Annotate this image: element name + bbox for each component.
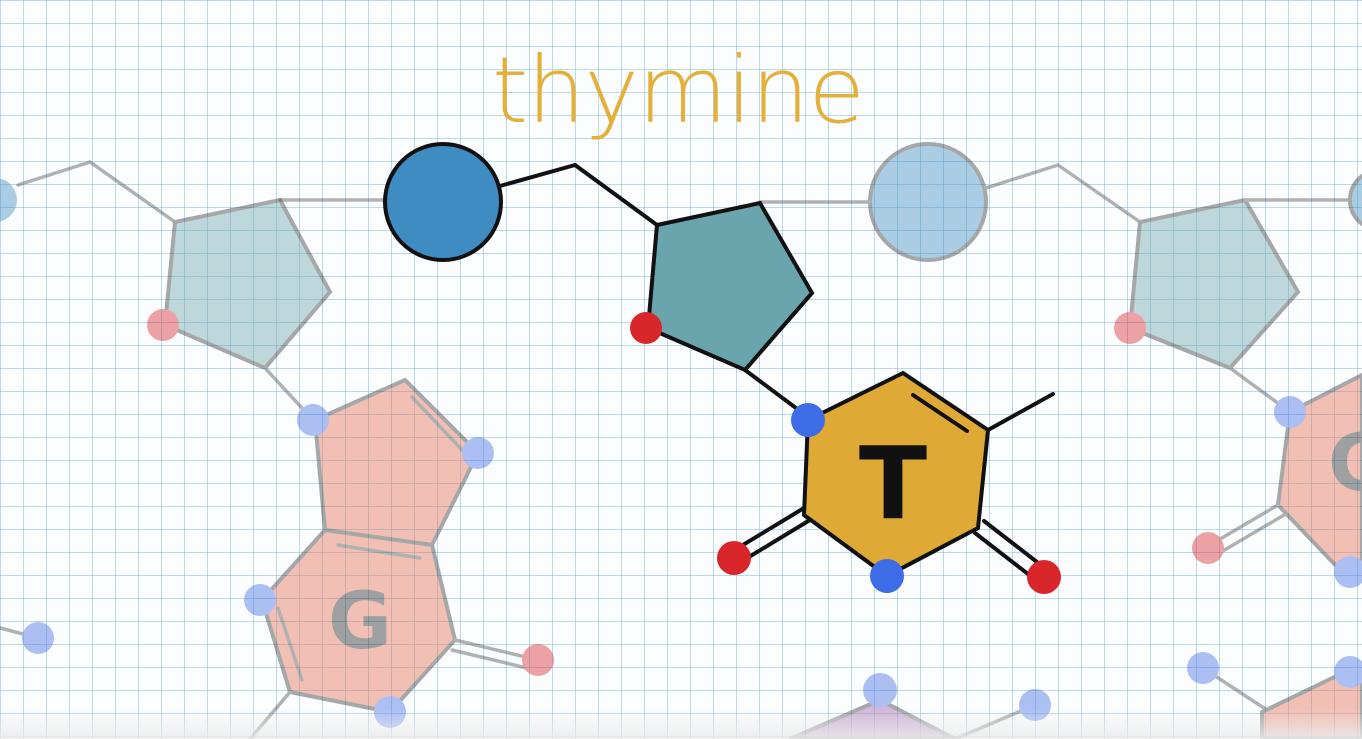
left-nitrogen-1 xyxy=(297,404,329,436)
diagram-title: thymine xyxy=(492,37,864,144)
lower-center-nitrogen-1 xyxy=(863,673,897,707)
thymine-letter: T xyxy=(859,425,927,542)
left-guanine-amine-bond xyxy=(0,626,40,640)
left-sugar-oxygen xyxy=(147,309,179,341)
left-guanine-double-bond xyxy=(410,395,466,454)
right-carbonyl-2 xyxy=(1214,513,1286,557)
right-oxygen xyxy=(1192,532,1224,564)
oxygen-atom-4 xyxy=(1027,560,1061,594)
right-sugar-oxygen xyxy=(1114,312,1146,344)
thymine-ring-double-bond xyxy=(911,393,969,433)
left-base-letter: G xyxy=(328,577,392,667)
thymine-ring xyxy=(801,370,991,579)
thymine-nucleotide: T xyxy=(383,142,1061,594)
left-glycosidic-bond xyxy=(263,366,315,422)
deoxyribose-sugar xyxy=(645,200,815,373)
nitrogen-atom-1 xyxy=(791,403,825,437)
right-phosphate-1 xyxy=(868,142,988,262)
lower-right-bond xyxy=(1201,666,1272,714)
right-base-letter: G xyxy=(1328,419,1362,509)
right-nucleotide: G xyxy=(758,142,1362,739)
left-nitrogen-5 xyxy=(22,622,54,654)
left-guanine-carbonyl xyxy=(453,638,540,662)
nitrogen-atom-3 xyxy=(870,559,904,593)
right-carbonyl-bond-b xyxy=(973,531,1039,583)
right-nitrogen-1 xyxy=(1274,396,1306,428)
left-nitrogen-3 xyxy=(244,584,276,616)
left-oxygen-2 xyxy=(522,644,554,676)
phosphate-sugar-bond-2 xyxy=(573,163,659,227)
phosphate-group xyxy=(383,142,503,262)
right-carbonyl-bond-a xyxy=(982,519,1048,571)
left-backbone-bond xyxy=(16,160,177,224)
left-guanine-carbonyl-2 xyxy=(450,648,537,672)
left-carbonyl-bond-a xyxy=(731,506,806,553)
phosphate-sugar-bond-1 xyxy=(498,163,577,188)
left-guanine-double-bond-3 xyxy=(276,606,304,682)
left-phosphate xyxy=(0,178,17,222)
sugar-oxygen xyxy=(630,312,662,344)
methyl-bond xyxy=(986,392,1055,432)
bottom-shadow xyxy=(0,709,1362,739)
left-guanine-double-bond-2 xyxy=(336,543,422,560)
right-nitrogen-2 xyxy=(1334,556,1362,588)
right-carbonyl xyxy=(1208,503,1280,547)
right-glycosidic-bond xyxy=(1228,366,1292,414)
lower-right-nitrogen-2 xyxy=(1334,656,1362,688)
left-nucleotide: G xyxy=(0,160,554,739)
right-sugar xyxy=(1127,197,1301,371)
left-guanine-ring-five xyxy=(312,377,481,548)
left-sugar xyxy=(162,197,333,371)
oxygen-atom-2 xyxy=(717,541,751,575)
right-phosphate-2 xyxy=(1348,173,1362,227)
right-guanine-ring xyxy=(1275,372,1362,573)
left-nitrogen-2 xyxy=(462,437,494,469)
lower-right-nitrogen-1 xyxy=(1187,652,1219,684)
right-backbone-bond xyxy=(984,163,1142,224)
